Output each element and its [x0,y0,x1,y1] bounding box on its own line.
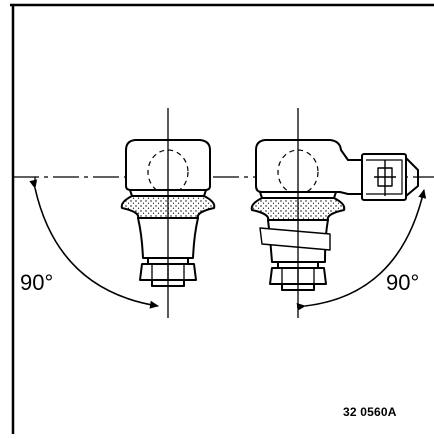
left-angle-label: 90° [20,270,54,295]
right-angle-arc [296,189,427,311]
right-ball-joint [250,139,419,291]
figure-reference-code: 32 0560A [343,405,397,419]
right-angle-label: 90° [386,270,420,295]
page-frame [10,3,434,434]
left-angle-arc [29,179,159,309]
